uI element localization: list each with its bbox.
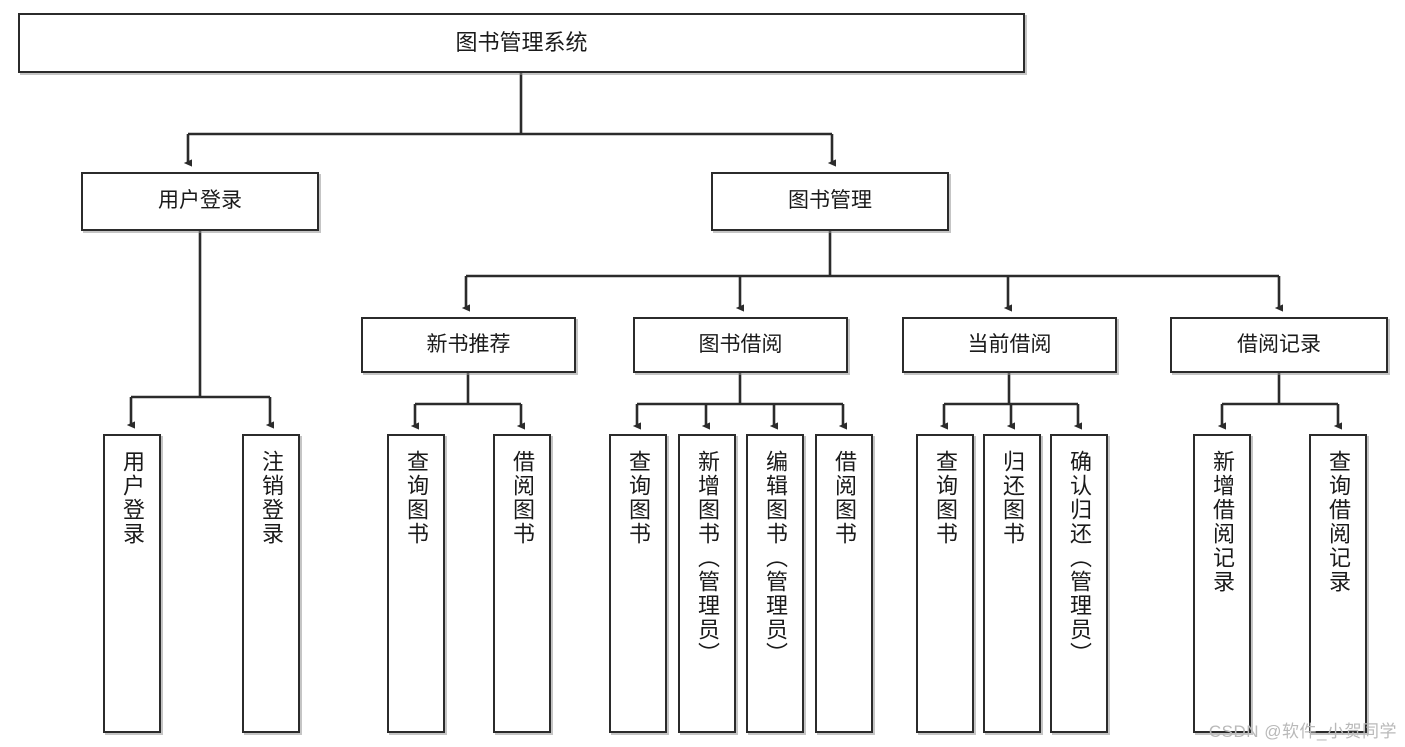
node-leaf-user-login[interactable]: 用户登录 <box>103 434 161 733</box>
node-leaf-query-book-current[interactable]: 查询图书 <box>916 434 974 733</box>
node-label: 图书借阅 <box>698 332 783 356</box>
node-label: 注销登录 <box>259 450 284 546</box>
node-label: 查询图书 <box>626 450 651 546</box>
node-label: 借阅记录 <box>1237 332 1321 356</box>
node-label: 图书管理 <box>788 189 872 213</box>
node-label: 图书管理系统 <box>455 29 588 55</box>
node-leaf-add-book[interactable]: 新增图书（管理员） <box>678 434 736 733</box>
node-leaf-query-book-borrow[interactable]: 查询图书 <box>609 434 667 733</box>
node-label: 借阅图书 <box>832 450 857 546</box>
node-label: 归还图书 <box>1000 450 1025 546</box>
node-label: 当前借阅 <box>967 332 1052 356</box>
node-borrowing-record[interactable]: 借阅记录 <box>1170 317 1388 373</box>
node-label: 查询图书 <box>933 450 958 546</box>
node-label: 新增图书（管理员） <box>695 450 720 666</box>
node-current-borrowing[interactable]: 当前借阅 <box>902 317 1117 373</box>
node-label: 新增借阅记录 <box>1210 450 1235 594</box>
node-new-book-recommendation[interactable]: 新书推荐 <box>361 317 576 373</box>
node-label: 借阅图书 <box>510 450 535 546</box>
node-leaf-borrow-book-new[interactable]: 借阅图书 <box>493 434 551 733</box>
node-leaf-add-borrow-record[interactable]: 新增借阅记录 <box>1193 434 1251 733</box>
node-label: 用户登录 <box>120 450 145 546</box>
node-label: 编辑图书（管理员） <box>763 450 788 666</box>
node-leaf-confirm-return[interactable]: 确认归还（管理员） <box>1050 434 1108 733</box>
node-label: 查询图书 <box>404 450 429 546</box>
node-label: 新书推荐 <box>426 332 511 356</box>
node-leaf-edit-book[interactable]: 编辑图书（管理员） <box>746 434 804 733</box>
node-label: 查询借阅记录 <box>1326 450 1351 594</box>
node-leaf-return-book[interactable]: 归还图书 <box>983 434 1041 733</box>
node-leaf-borrow-book-borrow[interactable]: 借阅图书 <box>815 434 873 733</box>
node-book-management[interactable]: 图书管理 <box>711 172 949 231</box>
node-user-login[interactable]: 用户登录 <box>81 172 319 231</box>
node-root-book-management-system[interactable]: 图书管理系统 <box>18 13 1025 73</box>
node-label: 确认归还（管理员） <box>1067 450 1092 666</box>
node-leaf-query-book-new[interactable]: 查询图书 <box>387 434 445 733</box>
node-leaf-query-borrow-record[interactable]: 查询借阅记录 <box>1309 434 1367 733</box>
watermark-text: CSDN @软件_小贺同学 <box>1208 722 1397 741</box>
node-label: 用户登录 <box>158 189 242 213</box>
node-leaf-logout[interactable]: 注销登录 <box>242 434 300 733</box>
node-book-borrowing[interactable]: 图书借阅 <box>633 317 848 373</box>
